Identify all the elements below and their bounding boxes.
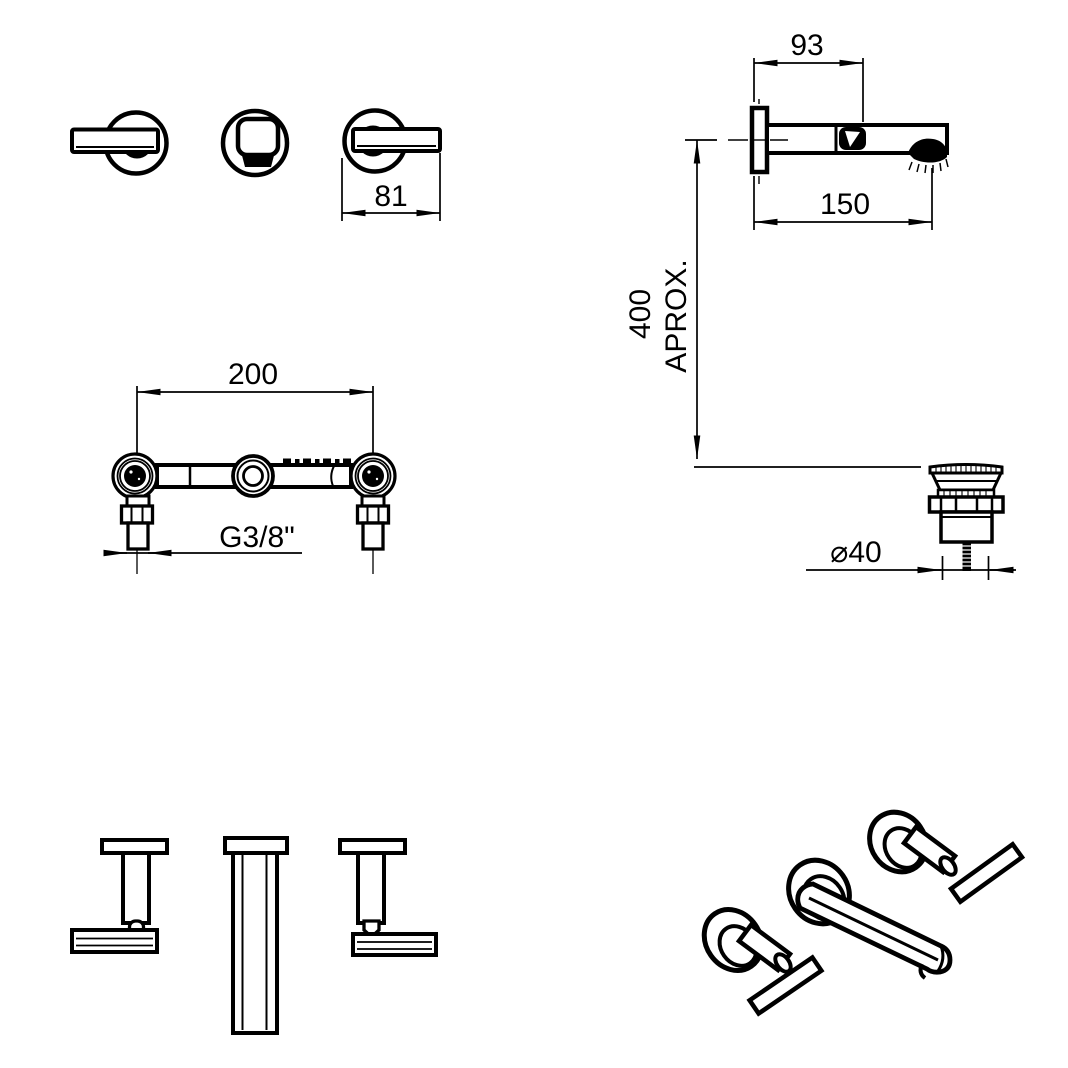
stem-end — [938, 855, 958, 877]
valve-left — [111, 452, 159, 574]
tube-edge-line — [808, 896, 939, 962]
handle-a-3d — [701, 907, 825, 1017]
handle-left-front — [70, 110, 169, 176]
spout-logo-mark — [839, 127, 866, 150]
center-outlet — [231, 454, 275, 498]
dimension-40: ⌀40 — [806, 536, 1016, 580]
handle-b-3d — [867, 809, 1026, 905]
spout-tube-end — [235, 116, 281, 158]
dimension-label: 150 — [820, 188, 870, 221]
handle-lever — [70, 928, 159, 954]
dimension-label: ⌀40 — [830, 536, 881, 569]
spout-tube — [231, 851, 279, 1035]
front-view: 81 — [70, 108, 442, 221]
tube-end-face — [936, 945, 945, 972]
dimension-93: 93 — [753, 29, 864, 122]
handle-lever-3d — [746, 954, 825, 1017]
valve-right — [349, 452, 397, 574]
handle-left-plan — [70, 838, 169, 954]
handle-stem — [121, 851, 151, 925]
handle-lever — [351, 127, 442, 153]
spout-3d — [786, 857, 953, 980]
hex-nut — [355, 504, 391, 525]
handle-stem — [356, 851, 386, 925]
rough-in-view: 200 G3/8" — [103, 358, 397, 574]
dimension-label: 81 — [374, 180, 407, 213]
waste-fitting — [927, 463, 1005, 571]
spout-centerlines — [728, 99, 788, 184]
crossbar-break-tick — [330, 465, 335, 487]
valve-spindle — [362, 465, 384, 487]
dimension-400: 400 APROX. — [624, 139, 921, 468]
dimension-200: 200 — [136, 358, 374, 454]
dimension-label: 93 — [790, 29, 823, 62]
dimension-label: 200 — [228, 358, 278, 391]
spout-front — [220, 108, 290, 178]
thread-size-callout: G3/8" — [103, 521, 302, 557]
handle-right-front — [342, 108, 442, 174]
escutcheon-edge — [223, 836, 289, 855]
handle-lever — [70, 127, 160, 154]
dimension-label: 400 — [624, 289, 657, 339]
aerator-tip — [908, 138, 949, 174]
thread-marks — [283, 458, 351, 465]
logo-wedge — [845, 131, 860, 147]
handle-right-plan — [338, 838, 438, 957]
waste-threaded-rod — [962, 542, 971, 571]
thread-size-label: G3/8" — [219, 521, 295, 554]
side-view: 93 150 400 APROX. — [624, 29, 1016, 580]
inlet-nipple — [126, 521, 150, 551]
aerator-foot — [918, 963, 927, 980]
dimension-label-suffix: APROX. — [660, 259, 693, 372]
spout-plan — [223, 836, 289, 1035]
valve-spindle — [124, 465, 146, 487]
hex-nut — [119, 504, 155, 525]
inlet-nipple — [361, 521, 385, 551]
perspective-view — [701, 809, 1026, 1017]
dimension-150: 150 — [753, 168, 933, 230]
dimension-81: 81 — [341, 153, 441, 221]
handle-lever-3d — [947, 841, 1026, 905]
plan-views — [70, 836, 438, 1035]
collar-knurl — [943, 491, 987, 496]
handle-lever — [351, 932, 438, 957]
